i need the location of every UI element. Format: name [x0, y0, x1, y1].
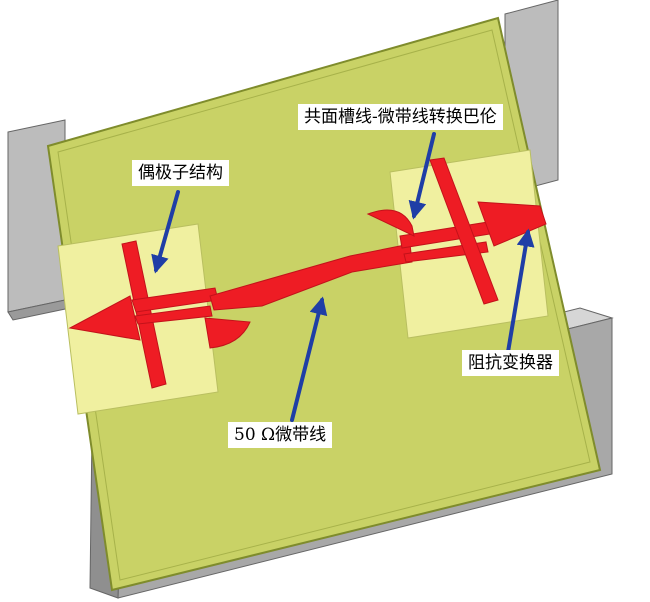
left-taper [68, 295, 141, 341]
right-dipole-arm [429, 157, 499, 305]
label-microstrip-line: 50 Ω微带线 [228, 422, 333, 448]
microstrip-line [209, 243, 413, 311]
arrow-dipole [151, 190, 180, 274]
label-balun: 共面槽线-微带线转换巴伦 [298, 104, 503, 130]
pointer-arrows [151, 132, 535, 422]
arrow-microstrip [290, 296, 328, 422]
conductor-traces [68, 157, 547, 389]
right-fan-stub [366, 209, 415, 237]
right-taper [477, 201, 547, 247]
label-impedance-transformer: 阻抗变换器 [462, 350, 559, 376]
arrow-transformer [506, 228, 535, 354]
left-fan-stub [204, 317, 251, 349]
arrow-balun [408, 132, 436, 220]
label-dipole-structure: 偶极子结构 [132, 160, 229, 186]
